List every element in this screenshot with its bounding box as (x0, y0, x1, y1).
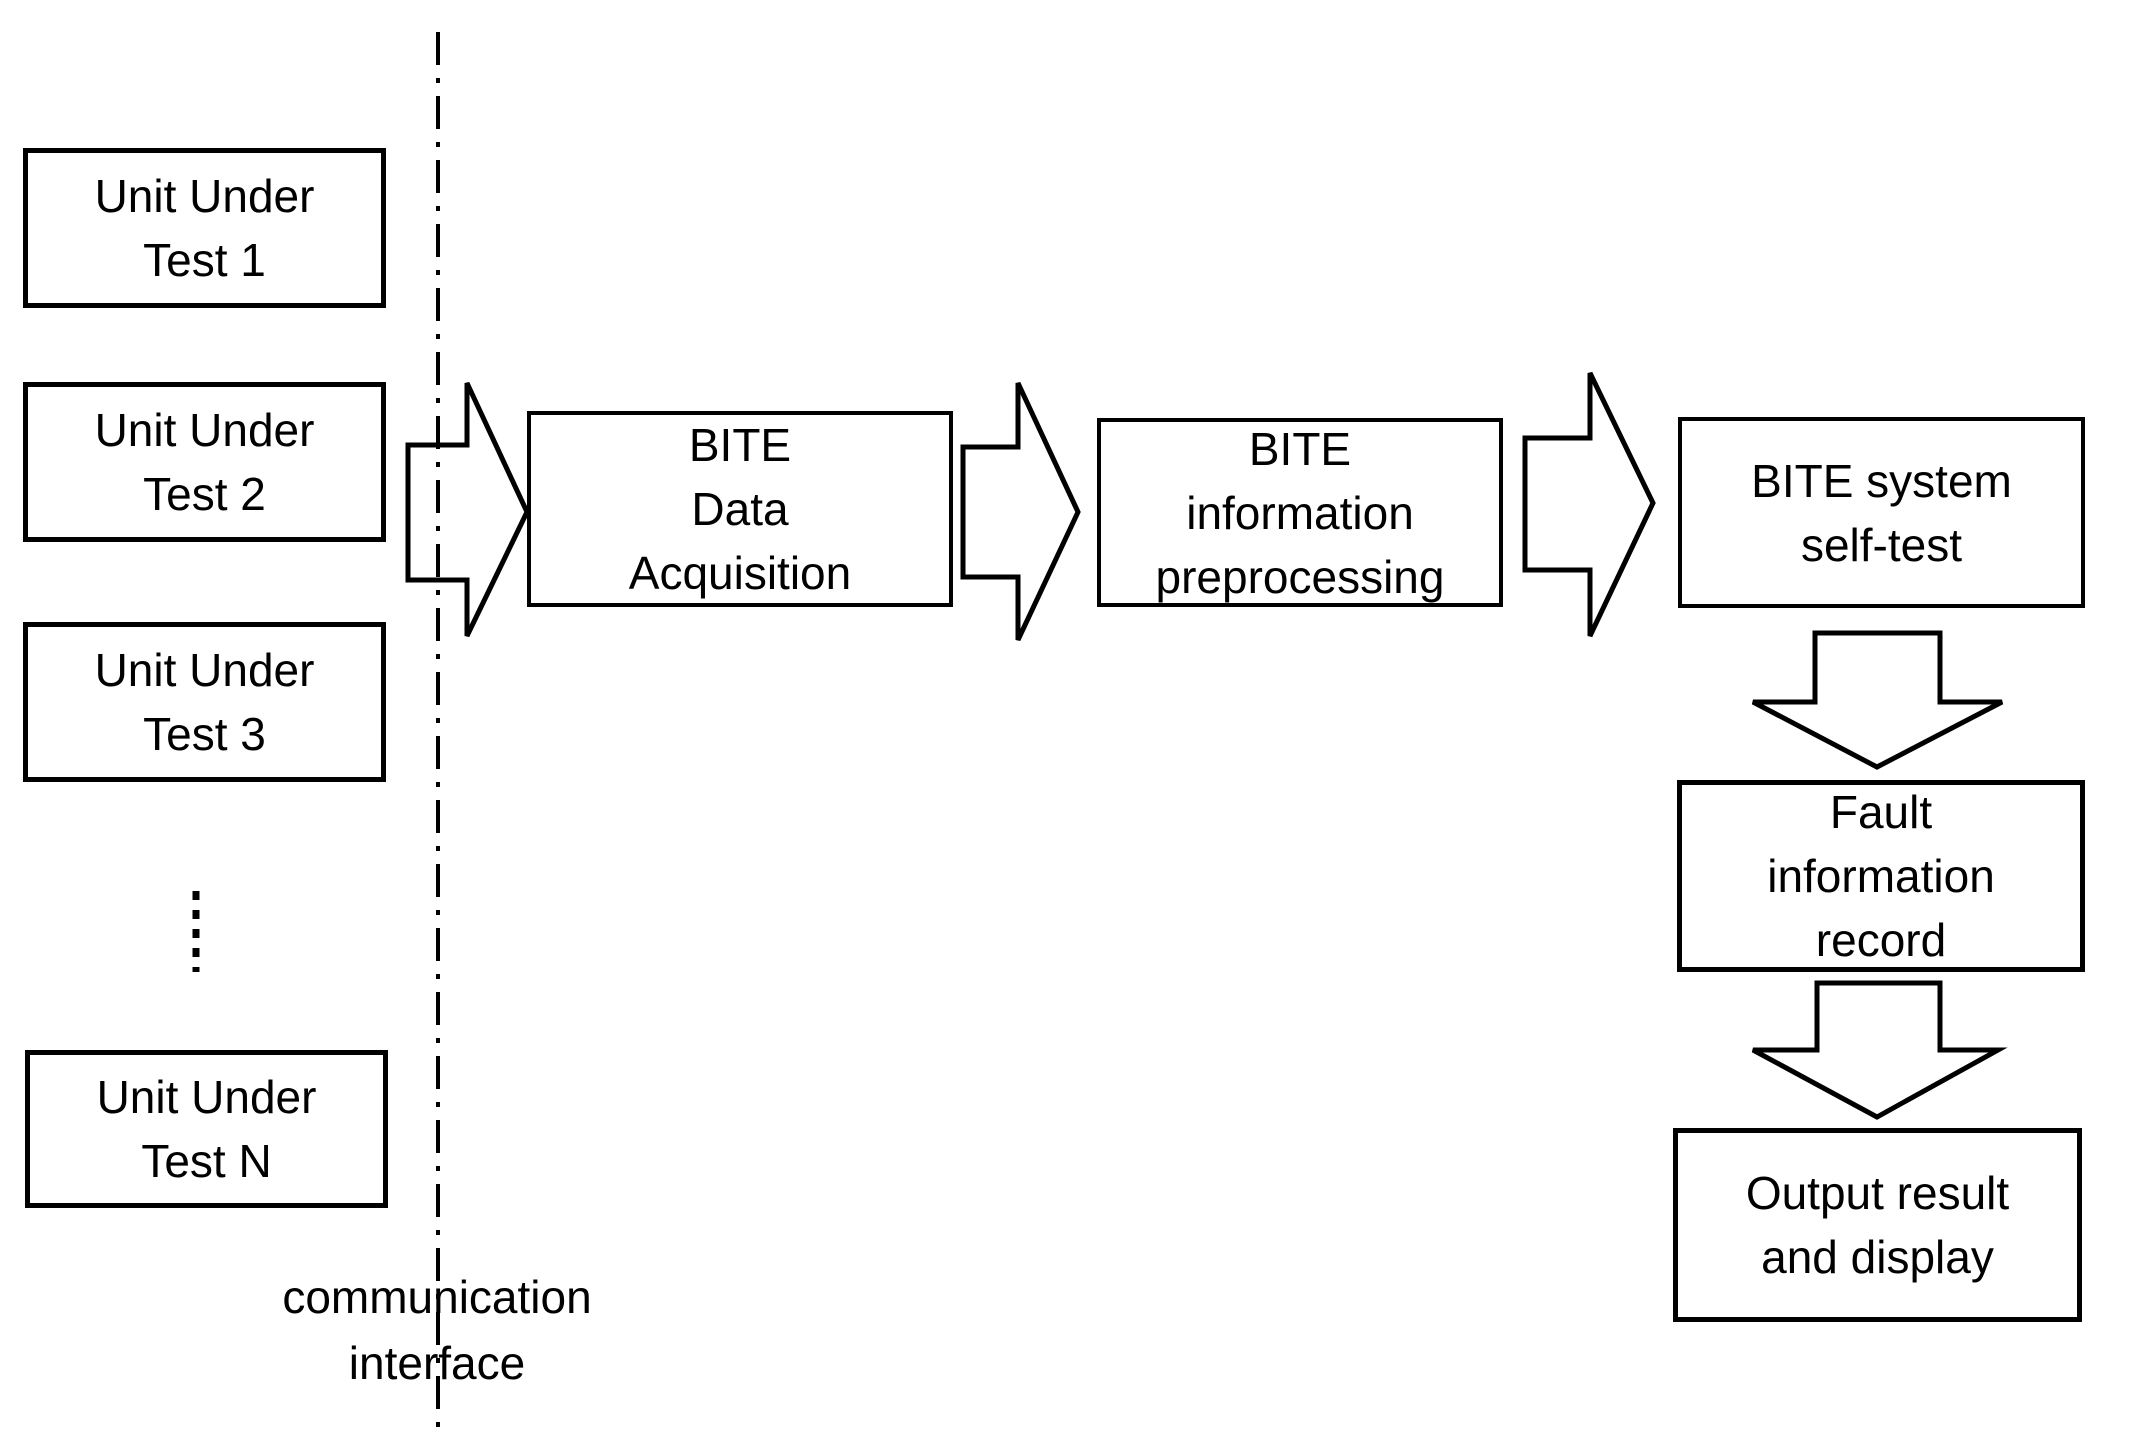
unit-under-test-n-label: Unit Under Test N (96, 1071, 317, 1187)
output-result-and-display-label: Output result and display (1745, 1167, 2010, 1283)
output-result-and-display-box: Output result and display (1673, 1128, 2082, 1322)
bite-information-preprocessing-label: BITE information preprocessing (1155, 422, 1445, 603)
unit-under-test-2-label: Unit Under Test 2 (94, 404, 315, 520)
block-arrow-down-2 (1751, 980, 2008, 1120)
communication-interface-label: communication interface (282, 1271, 592, 1389)
unit-under-test-n-box: Unit Under Test N (25, 1050, 388, 1208)
unit-under-test-2-box: Unit Under Test 2 (23, 382, 386, 542)
bite-data-acquisition-label: BITE Data Acquisition (628, 419, 852, 599)
unit-under-test-1-box: Unit Under Test 1 (23, 148, 386, 308)
bite-data-acquisition-box: BITE Data Acquisition (527, 411, 953, 607)
bite-system-self-test-label: BITE system self-test (1751, 454, 2012, 571)
block-arrow-right-1 (405, 381, 530, 638)
bite-information-preprocessing-box: BITE information preprocessing (1097, 418, 1503, 607)
unit-under-test-3-label: Unit Under Test 3 (94, 644, 315, 760)
block-arrow-right-2 (960, 381, 1081, 642)
fault-information-record-label: Fault information record (1767, 786, 1995, 966)
unit-under-test-1-label: Unit Under Test 1 (94, 170, 315, 286)
unit-under-test-3-box: Unit Under Test 3 (23, 622, 386, 782)
block-arrow-down-1 (1751, 630, 2004, 770)
bite-system-self-test-box: BITE system self-test (1678, 417, 2085, 608)
fault-information-record-box: Fault information record (1677, 780, 2085, 972)
block-arrow-right-3 (1522, 371, 1656, 638)
